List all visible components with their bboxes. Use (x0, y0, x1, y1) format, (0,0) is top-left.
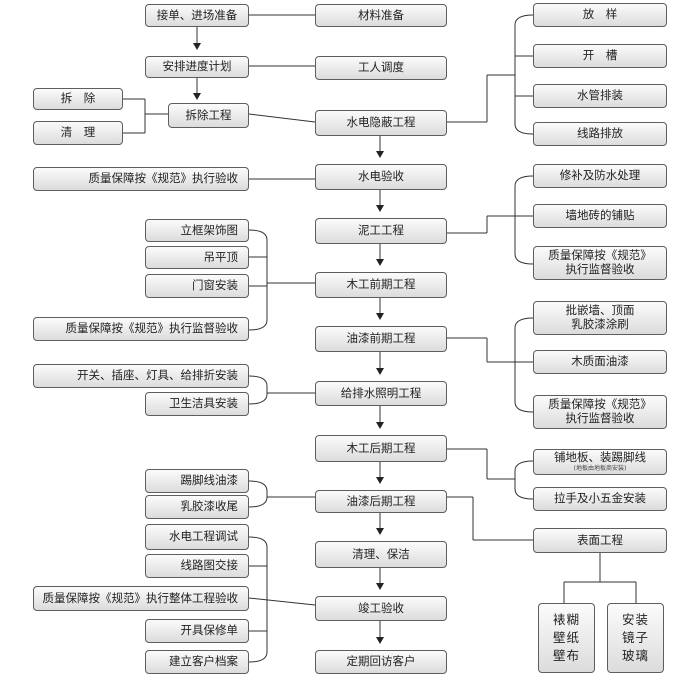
water-item-layout[interactable]: 放 样 (533, 3, 667, 27)
wood-late-floor-label: 铺地板、装踢脚线 (554, 450, 646, 465)
step-water-check[interactable]: 水电验收 (315, 164, 447, 190)
water-item-groove[interactable]: 开 槽 (533, 44, 667, 68)
demolition-remove[interactable]: 拆 除 (33, 88, 123, 110)
wood-item-doors[interactable]: 门窗安装 (145, 274, 249, 298)
wood-late-floor-note: (地板由地板商安装) (573, 465, 627, 473)
step-final-acceptance[interactable]: 竣工验收 (315, 596, 447, 621)
final-item-quality[interactable]: 质量保障按《规范》执行整体工程验收 (33, 586, 249, 611)
step-hidden-works[interactable]: 水电隐蔽工程 (315, 110, 447, 136)
water-item-pipes[interactable]: 水管排装 (533, 84, 667, 108)
surface-item-wallpaper[interactable]: 裱糊 壁纸 壁布 (538, 603, 595, 673)
step-paint-late[interactable]: 油漆后期工程 (315, 490, 447, 513)
step-wood-early[interactable]: 木工前期工程 (315, 272, 447, 298)
lighting-item-sanitary[interactable]: 卫生洁具安装 (145, 392, 249, 416)
wood-item-frame[interactable]: 立框架饰图 (145, 219, 249, 242)
mud-item-tiles[interactable]: 墙地砖的铺贴 (533, 204, 667, 228)
mud-item-quality[interactable]: 质量保障按《规范》 执行监督验收 (533, 246, 667, 280)
step-worker-dispatch[interactable]: 工人调度 (315, 56, 447, 80)
demolition-clean[interactable]: 清 理 (33, 121, 123, 145)
step-cleanup[interactable]: 清理、保洁 (315, 541, 447, 568)
paint-late-item-latex[interactable]: 乳胶漆收尾 (145, 495, 249, 519)
paint-item-quality[interactable]: 质量保障按《规范》 执行监督验收 (533, 395, 667, 429)
step-surface-works[interactable]: 表面工程 (533, 528, 667, 553)
mud-item-waterproof[interactable]: 修补及防水处理 (533, 164, 667, 188)
wood-late-item-hardware[interactable]: 拉手及小五金安装 (533, 487, 667, 511)
step-order-prep[interactable]: 接单、进场准备 (145, 4, 249, 27)
step-wood-late[interactable]: 木工后期工程 (315, 435, 447, 462)
final-item-wiring-map[interactable]: 线路图交接 (145, 554, 249, 578)
step-mud-works[interactable]: 泥工工程 (315, 218, 447, 244)
lighting-item-switches[interactable]: 开关、插座、灯具、给排折安装 (33, 364, 249, 388)
paint-late-item-skirting[interactable]: 踢脚线油漆 (145, 469, 249, 493)
wood-late-item-floor[interactable]: 铺地板、装踢脚线 (地板由地板商安装) (533, 449, 667, 475)
step-material-prep[interactable]: 材料准备 (315, 4, 447, 27)
step-paint-early[interactable]: 油漆前期工程 (315, 326, 447, 352)
water-check-quality[interactable]: 质量保障按《规范》执行验收 (33, 167, 249, 191)
wood-item-quality[interactable]: 质量保障按《规范》执行监督验收 (33, 317, 249, 341)
paint-item-wood[interactable]: 木质面油漆 (533, 350, 667, 374)
step-revisit-clients[interactable]: 定期回访客户 (315, 650, 447, 674)
final-item-client-file[interactable]: 建立客户档案 (145, 650, 249, 674)
paint-item-walls[interactable]: 批嵌墙、顶面 乳胶漆涂刷 (533, 301, 667, 335)
final-item-testing[interactable]: 水电工程调试 (145, 524, 249, 550)
surface-item-mirror-glass[interactable]: 安装 镜子 玻璃 (607, 603, 664, 673)
step-demolition[interactable]: 拆除工程 (168, 103, 249, 128)
step-lighting-works[interactable]: 给排水照明工程 (315, 381, 447, 406)
step-schedule-plan[interactable]: 安排进度计划 (145, 56, 249, 78)
final-item-warranty[interactable]: 开具保修单 (145, 619, 249, 643)
water-item-wires[interactable]: 线路排放 (533, 122, 667, 146)
wood-item-ceiling[interactable]: 吊平顶 (145, 246, 249, 269)
